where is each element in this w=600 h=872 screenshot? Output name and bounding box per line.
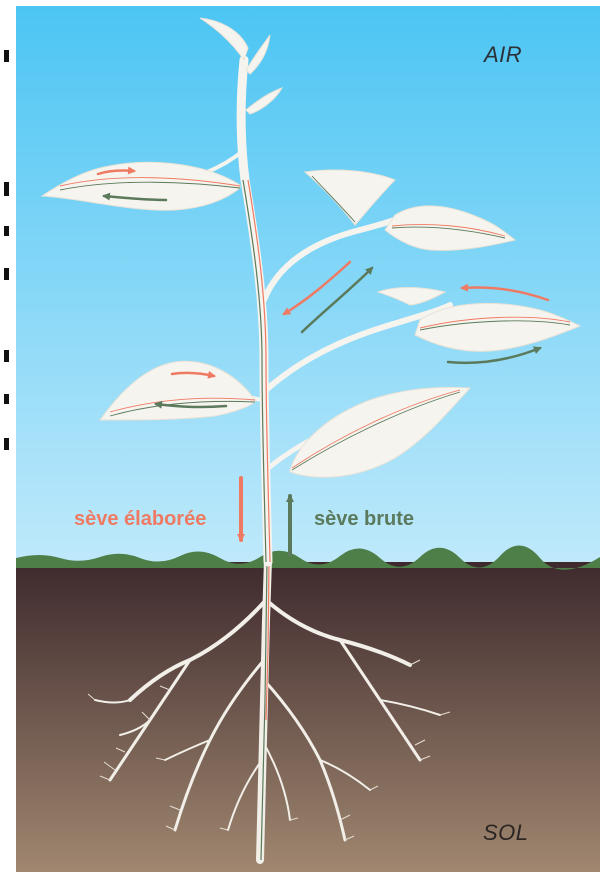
- seve-elaboree-label: sève élaborée: [74, 508, 206, 531]
- air-label: AIR: [484, 42, 522, 68]
- seve-brute-label: sève brute: [314, 508, 414, 531]
- sol-label: SOL: [483, 820, 529, 846]
- sky-background: [16, 6, 600, 562]
